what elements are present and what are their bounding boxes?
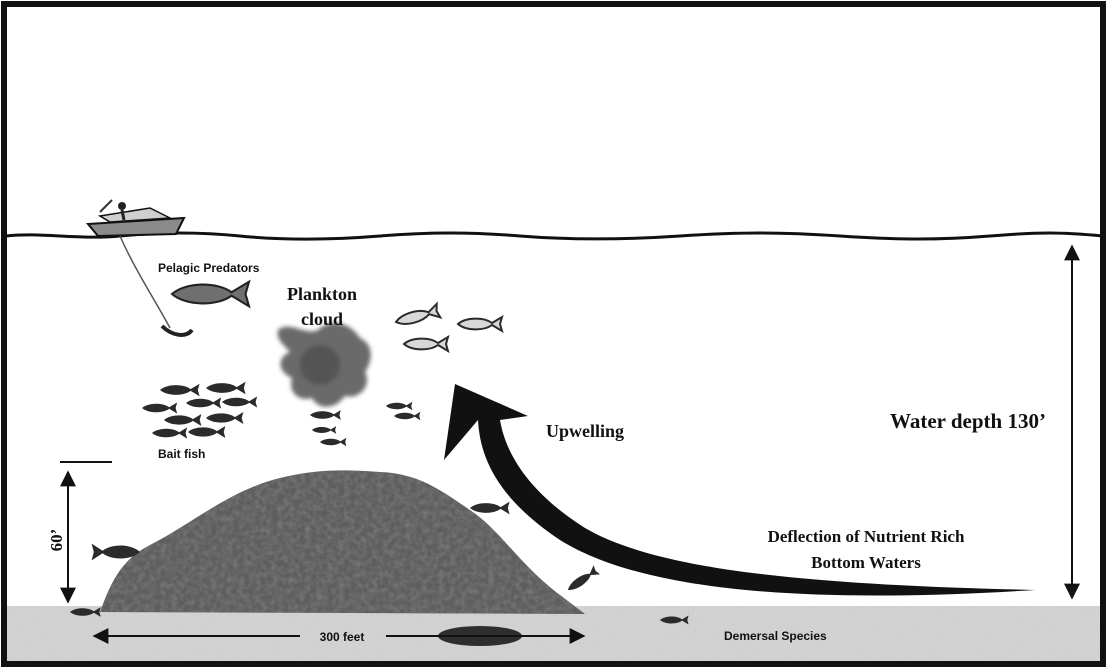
bait-fish-label: Bait fish bbox=[158, 447, 205, 461]
demersal-species-label: Demersal Species bbox=[724, 629, 827, 643]
water-depth-label: Water depth 130’ bbox=[890, 409, 1046, 433]
reef-mound bbox=[100, 470, 585, 614]
pelagic-predator-fish-icon bbox=[170, 279, 251, 309]
reef-height-arrow bbox=[60, 461, 112, 604]
reef-height-label: 60’ bbox=[47, 529, 66, 552]
plankton-cloud-label-line2: cloud bbox=[301, 309, 343, 329]
deflection-label-line2: Bottom Waters bbox=[811, 553, 921, 572]
pelagic-predators-label: Pelagic Predators bbox=[158, 261, 260, 275]
fishing-line bbox=[119, 235, 194, 337]
fishing-boat-icon bbox=[85, 199, 186, 238]
plankton-cloud-label: Plankton bbox=[287, 284, 357, 304]
sea-floor bbox=[7, 606, 1100, 661]
upwelling-label: Upwelling bbox=[546, 421, 624, 441]
reef-width-label: 300 feet bbox=[320, 630, 365, 644]
deflection-label: Deflection of Nutrient Rich bbox=[768, 527, 965, 546]
plankton-cloud-icon bbox=[277, 323, 371, 407]
upwelling-arrow bbox=[444, 384, 1035, 596]
